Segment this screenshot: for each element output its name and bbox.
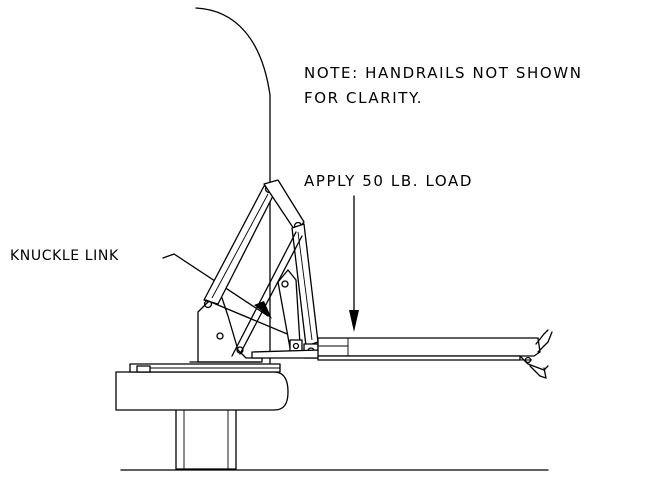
- platform-arm: [317, 337, 541, 361]
- platform-pivot: [251, 343, 321, 359]
- mounting-post: [175, 408, 237, 470]
- diagonal-brace: [205, 231, 303, 357]
- base-housing: [115, 371, 289, 411]
- platform-tip-latch: [514, 329, 553, 379]
- rear-leg-link: [203, 184, 277, 305]
- load-label: APPLY 50 LB. LOAD: [304, 172, 473, 190]
- hinge-bracket: [189, 295, 263, 363]
- base-plate: [129, 363, 281, 373]
- note-line-1: NOTE: HANDRAILS NOT SHOWN: [304, 64, 583, 82]
- handrail-cable-curve: [195, 7, 271, 366]
- load-arrow: [349, 195, 359, 332]
- knuckle-link-label: KNUCKLE LINK: [10, 248, 119, 264]
- note-line-2: FOR CLARITY.: [304, 89, 423, 107]
- knuckle-link: [277, 269, 303, 353]
